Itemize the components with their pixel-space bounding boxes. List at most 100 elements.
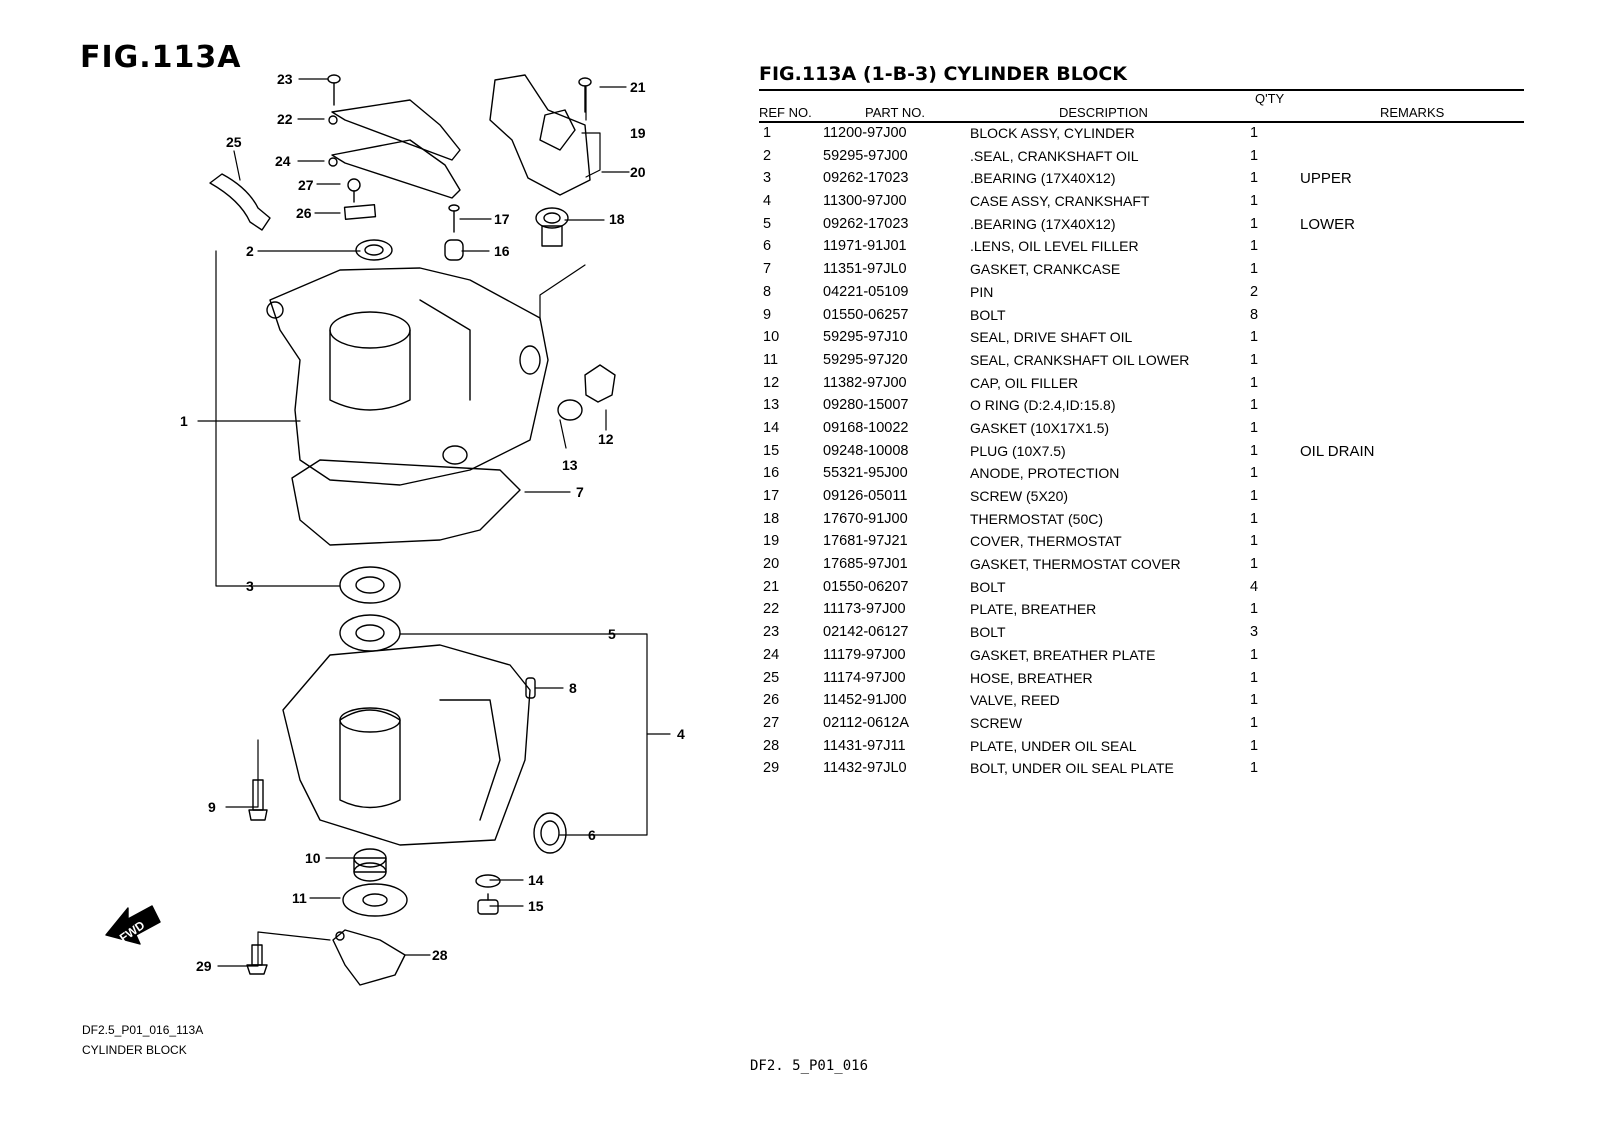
callout-1: 1 xyxy=(180,413,188,429)
part-no-cell: 59295-97J00 xyxy=(823,147,908,164)
bolt-9 xyxy=(248,779,268,821)
callout-15: 15 xyxy=(528,898,544,914)
table-top-rule xyxy=(759,89,1524,91)
callout-10: 10 xyxy=(305,850,321,866)
part-no-cell: 09168-10022 xyxy=(823,419,909,436)
ref-no-cell: 23 xyxy=(763,624,780,641)
screw-27 xyxy=(343,178,377,220)
callout-3: 3 xyxy=(246,578,254,594)
header-ref-no: REF NO. xyxy=(759,105,812,120)
callout-14: 14 xyxy=(528,872,544,888)
qty-cell: 1 xyxy=(1250,488,1259,504)
qty-cell: 1 xyxy=(1250,374,1259,391)
part-no-cell: 09248-10008 xyxy=(823,442,909,459)
header-description: DESCRIPTION xyxy=(1059,105,1148,120)
qty-cell: 8 xyxy=(1250,306,1259,323)
callout-23: 23 xyxy=(277,71,293,87)
seal-2 xyxy=(355,239,393,261)
pin-8 xyxy=(525,677,536,699)
exploded-parts-diagram: 23 22 25 24 27 26 2 17 16 18 21 19 20 1 … xyxy=(105,71,685,986)
seal-11 xyxy=(342,883,408,917)
description-cell: GASKET, THERMOSTAT COVER xyxy=(970,556,1181,573)
part-no-cell: 01550-06207 xyxy=(823,578,909,595)
table-title: FIG.113A (1-B-3) CYLINDER BLOCK xyxy=(759,63,1128,85)
description-cell: .BEARING (17X40X12) xyxy=(970,215,1116,232)
qty-cell: 1 xyxy=(1250,760,1259,777)
ref-no-cell: 14 xyxy=(763,419,780,436)
part-no-cell: 11971-91J01 xyxy=(823,238,907,255)
description-cell: GASKET, CRANKCASE xyxy=(970,261,1121,278)
description-cell: BOLT xyxy=(970,624,1006,641)
ref-no-cell: 20 xyxy=(763,556,780,573)
remarks-cell: LOWER xyxy=(1300,215,1356,233)
description-cell: BOLT xyxy=(970,306,1006,323)
part-no-cell: 09262-17023 xyxy=(823,215,909,232)
description-cell: ANODE, PROTECTION xyxy=(970,465,1120,482)
description-cell: SEAL, DRIVE SHAFT OIL xyxy=(970,329,1133,346)
qty-cell: 1 xyxy=(1250,238,1259,255)
description-cell: THERMOSTAT (50C) xyxy=(970,510,1104,527)
ref-no-cell: 7 xyxy=(763,261,772,278)
description-cell: GASKET, BREATHER PLATE xyxy=(970,646,1156,663)
qty-cell: 1 xyxy=(1250,419,1259,436)
diagram-code: DF2.5_P01_016_113A xyxy=(82,1023,204,1037)
callout-21: 21 xyxy=(630,79,646,95)
qty-cell: 4 xyxy=(1250,578,1259,595)
bolt-23 xyxy=(327,74,341,106)
table-header-rule xyxy=(759,121,1524,123)
callout-27: 27 xyxy=(298,177,314,193)
callout-25: 25 xyxy=(226,134,242,150)
ref-no-cell: 28 xyxy=(763,737,780,754)
ref-no-cell: 12 xyxy=(763,374,780,391)
part-no-cell: 01550-06257 xyxy=(823,306,909,323)
description-cell: BLOCK ASSY, CYLINDER xyxy=(970,125,1135,141)
ref-no-cell: 29 xyxy=(763,760,780,777)
part-no-cell: 11174-97J00 xyxy=(823,669,906,686)
callout-6: 6 xyxy=(588,827,596,843)
callout-26: 26 xyxy=(296,205,312,221)
header-part-no: PART NO. xyxy=(865,105,925,120)
part-no-cell: 11431-97J11 xyxy=(823,737,906,754)
ref-no-cell: 19 xyxy=(763,533,780,550)
qty-cell: 1 xyxy=(1250,692,1259,709)
hose-25 xyxy=(209,173,271,231)
thermostat-18 xyxy=(535,207,569,247)
description-cell: .SEAL, CRANKSHAFT OIL xyxy=(970,147,1139,164)
description-cell: PLATE, UNDER OIL SEAL xyxy=(970,737,1137,754)
ref-no-cell: 16 xyxy=(763,465,780,482)
oring-13 xyxy=(557,399,583,421)
callout-7: 7 xyxy=(576,484,584,500)
description-cell: PLATE, BREATHER xyxy=(970,601,1097,618)
description-cell: COVER, THERMOSTAT xyxy=(970,533,1122,550)
description-cell: .BEARING (17X40X12) xyxy=(970,170,1116,187)
part-no-cell: 11300-97J00 xyxy=(823,193,907,210)
part-no-cell: 55321-95J00 xyxy=(823,465,908,482)
bearing-3 xyxy=(339,566,401,604)
callout-20: 20 xyxy=(630,164,646,180)
ref-no-cell: 5 xyxy=(763,215,772,232)
callout-22: 22 xyxy=(277,111,293,127)
ref-no-cell: 25 xyxy=(763,669,780,686)
ref-no-cell: 13 xyxy=(763,397,780,414)
crankcase-4 xyxy=(282,644,531,846)
description-cell: SCREW xyxy=(970,714,1023,731)
callout-24: 24 xyxy=(275,153,291,169)
ref-no-cell: 22 xyxy=(763,601,780,618)
